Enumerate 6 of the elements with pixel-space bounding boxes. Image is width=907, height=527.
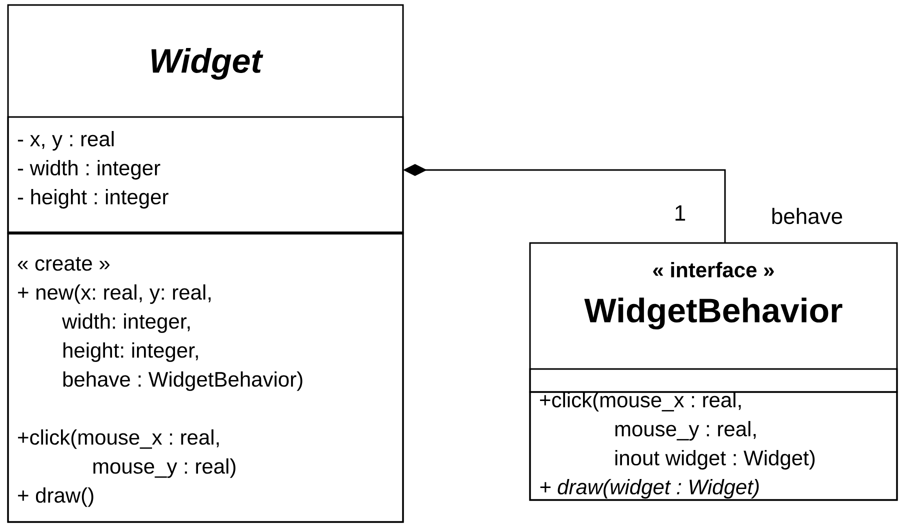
multiplicity-label: 1 xyxy=(676,205,686,221)
attribute-compartment: - x, y : real - width : integer - height : integer xyxy=(7,116,404,234)
role-label: behave xyxy=(772,208,842,224)
operation-compartment: « create » + new(x: real, y: real, width: integer, height: integer, behave : WidgetBehavior) +click(mouse_x : real, mouse_y : real) + draw() xyxy=(7,232,404,523)
attribute-compartment xyxy=(529,368,898,393)
operation-compartment: +click(mouse_x : real, mouse_y : real, inout widget : Widget) + draw(widget : Widget) xyxy=(529,391,898,501)
